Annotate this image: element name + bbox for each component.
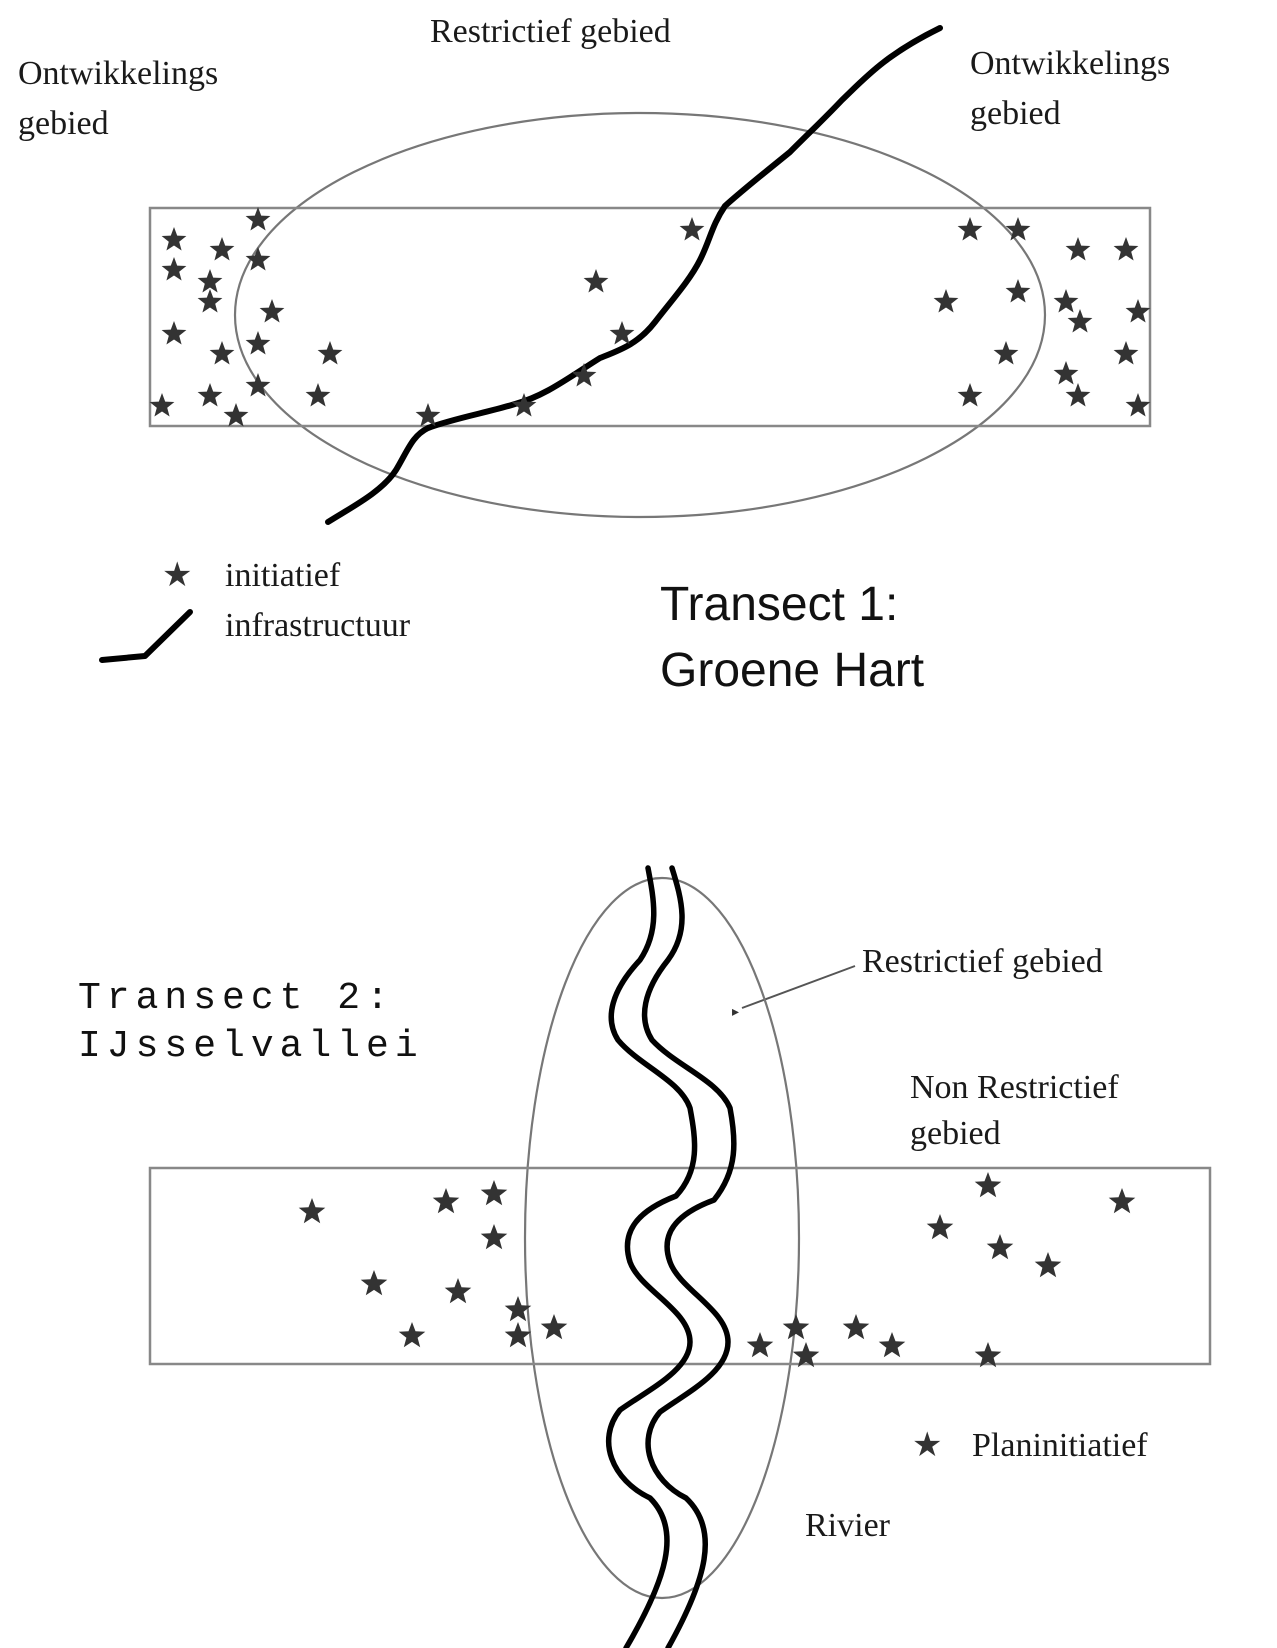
t2-restrictive-pointer: [741, 965, 856, 1009]
star-icon: [415, 403, 441, 427]
t1-dev-left-line1: Ontwikkelings: [18, 55, 218, 92]
t1-infrastructure-line: [325, 25, 943, 525]
star-icon: [782, 1314, 810, 1340]
t2-title-line2: IJsselvallei: [78, 1025, 424, 1068]
t1-legend-initiative: initiatief: [225, 557, 341, 594]
star-icon: [1125, 393, 1151, 417]
t2-pointer-arrowhead-icon: ▸: [732, 1004, 739, 1020]
t1-title-line1: Transect 1:: [660, 578, 898, 631]
star-icon: [993, 341, 1019, 365]
star-icon: [1034, 1252, 1062, 1278]
t2-restrictive-label: Restrictief gebied: [862, 943, 1103, 980]
star-icon: [360, 1270, 388, 1296]
star-icon: [209, 341, 235, 365]
star-icon: [1065, 383, 1091, 407]
star-icon: [161, 227, 187, 251]
t2-title-line1: Transect 2:: [78, 977, 395, 1020]
star-icon: [1053, 289, 1079, 313]
star-icon: [149, 393, 175, 417]
star-icon: [1067, 309, 1093, 333]
star-icon: [480, 1224, 508, 1250]
star-icon: [444, 1278, 472, 1304]
star-icon: [974, 1172, 1002, 1198]
star-icon: [1113, 341, 1139, 365]
star-icon: [540, 1314, 568, 1340]
t1-transect-band: [148, 206, 1152, 428]
t1-legend-star-icon: ★: [162, 555, 192, 595]
t2-restrictive-zone: [523, 876, 801, 1600]
star-icon: [926, 1214, 954, 1240]
star-icon: [161, 257, 187, 281]
star-icon: [504, 1296, 532, 1322]
t1-title-line2: Groene Hart: [660, 644, 924, 697]
star-icon: [1108, 1188, 1136, 1214]
t2-nonrestrictive-line1: Non Restrictief: [910, 1069, 1119, 1106]
t2-legend-star-icon: ★: [912, 1425, 942, 1465]
star-icon: [974, 1342, 1002, 1368]
star-icon: [511, 393, 537, 417]
t1-restrictive-zone: [233, 111, 1047, 519]
star-icon: [197, 269, 223, 293]
star-icon: [957, 383, 983, 407]
t1-dev-left-line2: gebied: [18, 105, 109, 142]
transect-2: Transect 2: IJsselvallei Restrictief geb…: [78, 865, 1212, 1648]
star-icon: [245, 331, 271, 355]
t1-legend-road-icon: [99, 609, 193, 663]
star-icon: [746, 1332, 774, 1358]
t1-dev-right-line1: Ontwikkelings: [970, 45, 1170, 82]
star-icon: [259, 299, 285, 323]
star-icon: [197, 289, 223, 313]
t2-river-bank-right: [641, 865, 737, 1648]
t1-legend-infrastructure: infrastructuur: [225, 607, 411, 644]
t1-initiative-stars: [149, 207, 1151, 427]
star-icon: [197, 383, 223, 407]
star-icon: [842, 1314, 870, 1340]
t2-legend-plan-initiative: Planinitiatief: [972, 1427, 1148, 1464]
t1-dev-right-line2: gebied: [970, 95, 1061, 132]
star-icon: [1113, 237, 1139, 261]
star-icon: [792, 1342, 820, 1368]
star-icon: [245, 247, 271, 271]
star-icon: [583, 269, 609, 293]
star-icon: [609, 321, 635, 345]
star-icon: [223, 403, 249, 427]
star-icon: [933, 289, 959, 313]
star-icon: [957, 217, 983, 241]
star-icon: [480, 1180, 508, 1206]
star-icon: [317, 341, 343, 365]
t2-plan-initiative-stars: [298, 1172, 1136, 1368]
star-icon: [571, 363, 597, 387]
star-icon: [986, 1234, 1014, 1260]
star-icon: [1005, 217, 1031, 241]
star-icon: [245, 373, 271, 397]
star-icon: [305, 383, 331, 407]
t1-restrictive-label: Restrictief gebied: [430, 13, 671, 50]
star-icon: [298, 1198, 326, 1224]
star-icon: [679, 217, 705, 241]
star-icon: [878, 1332, 906, 1358]
star-icon: [398, 1322, 426, 1348]
star-icon: [245, 207, 271, 231]
star-icon: [161, 321, 187, 345]
star-icon: [432, 1188, 460, 1214]
star-icon: [1053, 361, 1079, 385]
star-icon: [1005, 279, 1031, 303]
star-icon: [1125, 299, 1151, 323]
t2-river-bank-left: [605, 865, 698, 1648]
star-icon: [209, 237, 235, 261]
star-icon: [504, 1322, 532, 1348]
t2-river-label: Rivier: [805, 1507, 891, 1544]
transect-1: Restrictief gebied Ontwikkelings gebied …: [18, 13, 1170, 697]
star-icon: [1065, 237, 1091, 261]
t2-nonrestrictive-line2: gebied: [910, 1115, 1001, 1152]
